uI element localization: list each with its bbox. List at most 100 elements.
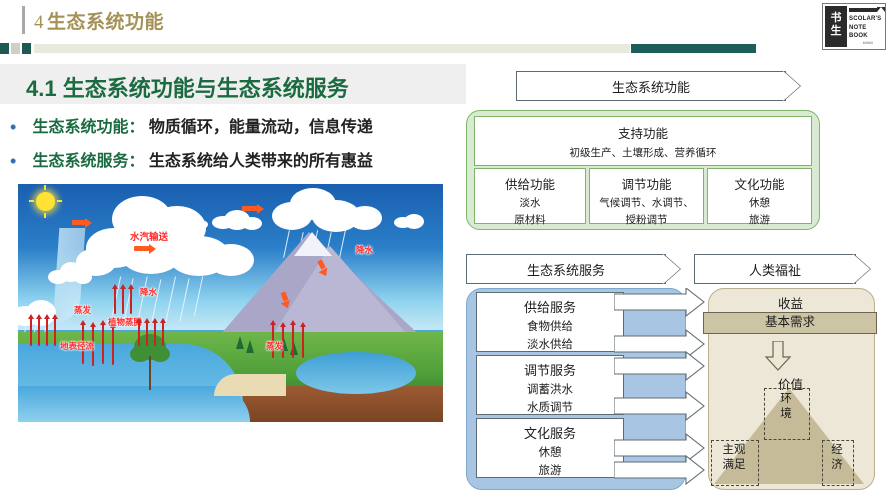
evaporation-arrow bbox=[30, 318, 32, 346]
label-evaporation-lake: 蒸发 bbox=[266, 341, 284, 351]
lake bbox=[296, 352, 416, 394]
functions-banner-label: 生态系统功能 bbox=[611, 80, 690, 95]
transpiration-arrow bbox=[162, 322, 164, 346]
ocean-deep-mask bbox=[18, 386, 250, 422]
section-number: 4.1 bbox=[26, 76, 57, 101]
functions-banner: 生态系统功能 bbox=[516, 70, 801, 101]
evaporation-arrow-head bbox=[100, 320, 106, 325]
label-plant-transpiration: 植物蒸腾 bbox=[108, 317, 143, 327]
bullet-dot-icon: • bbox=[10, 117, 17, 138]
header-rule bbox=[0, 43, 889, 54]
transpiration-arrow-head bbox=[152, 318, 158, 323]
bullet-item: • 生态系统服务： 生态系统给人类带来的所有惠益 bbox=[10, 147, 373, 172]
bookmark-icon bbox=[877, 7, 885, 12]
support-function-sub: 初级生产、土壤形成、营养循环 bbox=[569, 147, 717, 159]
evaporation-arrow-head bbox=[290, 320, 296, 325]
regulating-service-line2: 水质调节 bbox=[527, 402, 573, 414]
transpiration-arrow-head bbox=[160, 318, 166, 323]
evaporation-arrow bbox=[82, 324, 84, 364]
label-precipitation-left: 降水 bbox=[140, 287, 158, 297]
provisioning-function-box: 供给功能 淡水 原材料 bbox=[474, 168, 586, 226]
rule-square-3 bbox=[22, 43, 31, 54]
wind-arrow-head bbox=[85, 217, 92, 228]
logo-english-text: SCOLAR'S NOTE BOOK bbox=[849, 15, 883, 41]
transpiration-arrow bbox=[146, 322, 148, 346]
rule-square-2 bbox=[11, 43, 20, 54]
regulating-function-line1: 气候调节、水调节、 bbox=[599, 197, 694, 209]
wind-arrow-head bbox=[257, 203, 264, 214]
cultural-function-line2: 旅游 bbox=[749, 214, 770, 226]
evaporation-arrow-head bbox=[80, 320, 86, 325]
down-arrow-icon bbox=[764, 341, 792, 371]
subjective-satisfaction-label: 主观 满足 bbox=[722, 444, 746, 471]
bullet-key: 生态系统功能： bbox=[32, 119, 145, 136]
broadleaf-tree bbox=[130, 334, 170, 390]
label-evaporation-sea: 蒸发 bbox=[74, 305, 92, 315]
evaporation-arrow bbox=[92, 326, 94, 366]
bullet-dot-icon: • bbox=[10, 151, 17, 172]
evaporation-arrow bbox=[272, 324, 274, 358]
logo-en-line2: NOTE bbox=[849, 24, 867, 31]
regulating-function-title: 调节功能 bbox=[621, 178, 672, 192]
provisioning-service-line2: 淡水供给 bbox=[527, 339, 573, 351]
section-title: 4.1 生态系统功能与生态系统服务 bbox=[26, 71, 349, 103]
fir-tree bbox=[290, 342, 298, 355]
evaporation-arrow bbox=[282, 326, 284, 358]
bullet-value: 物质循环，能量流动，信息传递 bbox=[148, 119, 373, 136]
transpiration-arrow-head bbox=[136, 318, 142, 323]
beach bbox=[214, 374, 286, 396]
cultural-service-line1: 休憩 bbox=[538, 447, 562, 459]
transpiration-arrow-head bbox=[128, 284, 134, 289]
wind-arrow bbox=[242, 206, 258, 211]
evaporation-arrow bbox=[112, 327, 114, 365]
notebook-logo: 书 生 SCOLAR'S NOTE BOOK bilibili bbox=[822, 3, 886, 50]
evaporation-arrow-head bbox=[270, 320, 276, 325]
rule-square-1 bbox=[0, 43, 9, 54]
wellbeing-basic-need-bar: 基本需求 bbox=[703, 312, 877, 334]
service-to-wellbeing-arrows bbox=[614, 288, 705, 486]
rule-light-bar bbox=[34, 44, 630, 53]
rule-dark-bar bbox=[631, 44, 756, 53]
bullet-value: 生态系统给人类带来的所有惠益 bbox=[148, 153, 373, 170]
wellbeing-basic-need-label: 基本需求 bbox=[764, 315, 815, 329]
fir-tree bbox=[280, 338, 288, 351]
evaporation-arrow bbox=[54, 318, 56, 346]
services-banner: 生态系统服务 bbox=[466, 253, 681, 284]
economy-dash-box bbox=[822, 440, 854, 486]
sun-ray bbox=[29, 200, 34, 202]
sun-ray bbox=[44, 185, 46, 190]
fir-tree bbox=[236, 336, 244, 349]
subjective-satisfaction-dash-box bbox=[711, 440, 759, 486]
regulating-service-line1: 调蓄洪水 bbox=[527, 384, 573, 396]
cultural-function-box: 文化功能 休憩 旅游 bbox=[707, 168, 812, 226]
transpiration-arrow-head bbox=[112, 284, 118, 289]
provisioning-service-line1: 食物供给 bbox=[527, 321, 573, 333]
fir-tree bbox=[246, 340, 254, 353]
provisioning-function-line2: 原材料 bbox=[514, 214, 546, 226]
cultural-function-title: 文化功能 bbox=[734, 178, 785, 192]
mountain-front bbox=[268, 246, 414, 342]
environment-label: 环 境 bbox=[780, 393, 792, 420]
wind-arrow bbox=[72, 220, 86, 225]
section-title-band bbox=[0, 64, 466, 104]
evaporation-arrow-head bbox=[52, 314, 58, 319]
cultural-service-title: 文化服务 bbox=[523, 426, 576, 441]
evaporation-arrow bbox=[102, 324, 104, 364]
evaporation-arrow-head bbox=[44, 314, 50, 319]
evaporation-arrow-head bbox=[280, 322, 286, 327]
water-cycle-illustration: 降水 降水 水汽输送 bbox=[18, 184, 443, 422]
transpiration-arrow bbox=[122, 288, 124, 314]
evaporation-arrow-head bbox=[90, 322, 96, 327]
regulating-function-box: 调节功能 气候调节、水调节、 授粉调节 bbox=[589, 168, 704, 226]
evaporation-arrow bbox=[302, 326, 304, 358]
header-accent-bar bbox=[22, 6, 25, 34]
evaporation-arrow-head bbox=[36, 314, 42, 319]
bullet-item: • 生态系统功能： 物质循环，能量流动，信息传递 bbox=[10, 113, 373, 138]
regulating-function-line2: 授粉调节 bbox=[625, 214, 668, 226]
evaporation-arrow-head bbox=[28, 314, 34, 319]
transpiration-arrow bbox=[130, 288, 132, 314]
provisioning-service-box: 供给服务 食物供给 淡水供给 bbox=[476, 292, 624, 352]
wellbeing-pyramid bbox=[714, 388, 864, 484]
provisioning-service-title: 供给服务 bbox=[523, 300, 576, 315]
